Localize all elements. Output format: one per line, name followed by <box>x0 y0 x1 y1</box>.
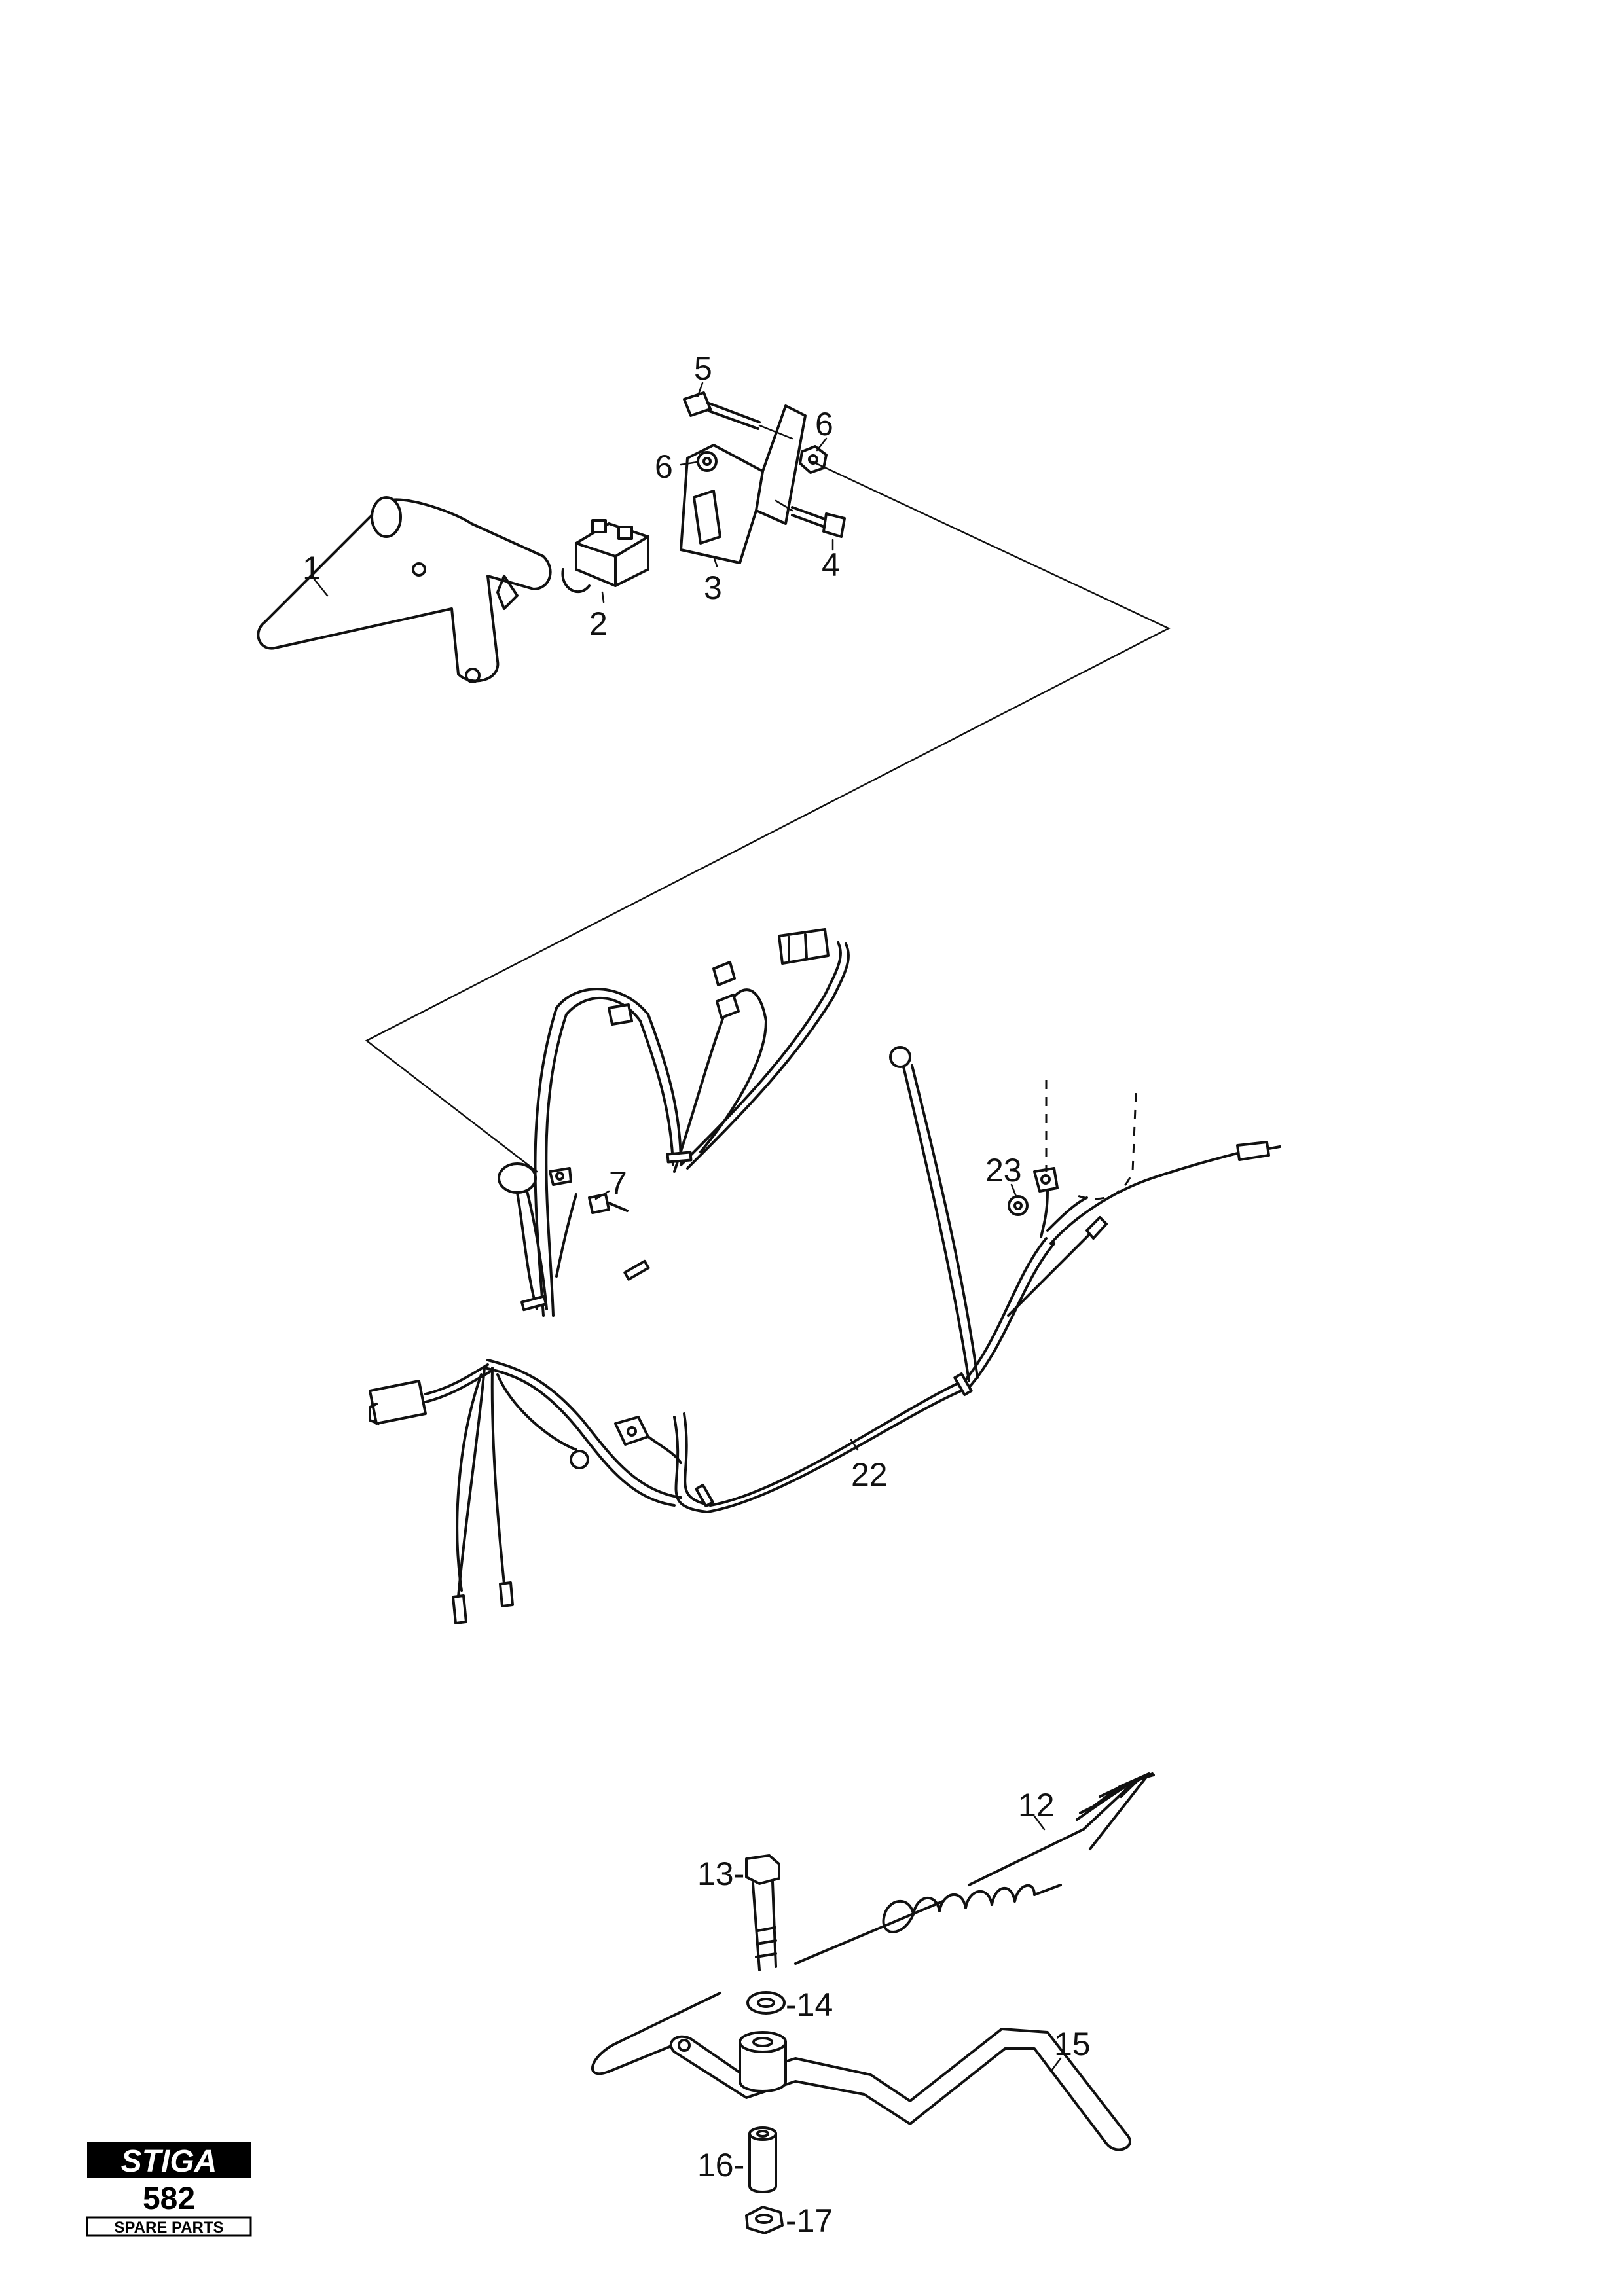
callout-17: -17 <box>786 2202 833 2239</box>
part-16-spacer <box>748 2126 777 2193</box>
callout-13: 13- <box>697 1856 744 1892</box>
leader-12 <box>1033 1815 1046 1831</box>
callout-6-left: 6 <box>655 448 673 485</box>
leader-5 <box>697 382 704 397</box>
bushing <box>739 2031 787 2092</box>
callout-1: 1 <box>302 550 321 586</box>
part-4-bolt <box>775 499 846 538</box>
callout-3: 3 <box>704 569 722 606</box>
part-13-bolt <box>745 1854 780 1971</box>
part-1-lever <box>257 496 552 683</box>
part-2-switch <box>561 519 649 594</box>
leader-15 <box>1049 2057 1062 2073</box>
leader-6b <box>816 437 828 452</box>
part-5-bolt <box>683 391 793 440</box>
part-17-nut <box>745 2206 784 2234</box>
callout-22: 22 <box>851 1456 888 1493</box>
leader-22 <box>850 1439 859 1451</box>
leader-2 <box>601 591 605 603</box>
callout-16: 16- <box>697 2147 744 2183</box>
callout-14: -14 <box>786 1986 833 2023</box>
callout-6-right: 6 <box>815 406 833 442</box>
callout-12: 12 <box>1018 1787 1055 1823</box>
leader-1 <box>313 578 329 597</box>
part-6-nut-left <box>697 451 718 472</box>
lever-assembly <box>257 382 846 683</box>
logo-brand: STIGA <box>121 2144 217 2179</box>
leader-23 <box>1010 1183 1017 1198</box>
logo-caption: SPARE PARTS <box>114 2219 223 2236</box>
callout-15: 15 <box>1054 2026 1091 2062</box>
callout-23: 23 <box>985 1152 1022 1189</box>
logo-model: 582 <box>143 2181 195 2216</box>
connection-line <box>365 460 1171 1173</box>
callout-labels: 1 2 3 4 5 6 6 7 22 23 12 13- -14 15 16- … <box>302 350 1091 2239</box>
leader-3 <box>712 555 718 567</box>
part-14-washer <box>746 1991 786 2015</box>
part-3-bracket <box>680 404 807 564</box>
callout-2: 2 <box>589 605 608 642</box>
leader-7 <box>594 1190 610 1200</box>
pedal-arm-assembly <box>591 1772 1155 2234</box>
callout-5: 5 <box>694 350 712 387</box>
callout-7: 7 <box>609 1165 627 1202</box>
part-22-wiring-harness <box>369 928 1281 1624</box>
callout-4: 4 <box>822 547 840 583</box>
stiga-logo: STIGA 582 SPARE PARTS <box>86 2142 252 2237</box>
part-12-spring-rod <box>591 1772 1155 2075</box>
part-6-nut-right <box>799 445 828 474</box>
leader-6a <box>680 461 699 466</box>
